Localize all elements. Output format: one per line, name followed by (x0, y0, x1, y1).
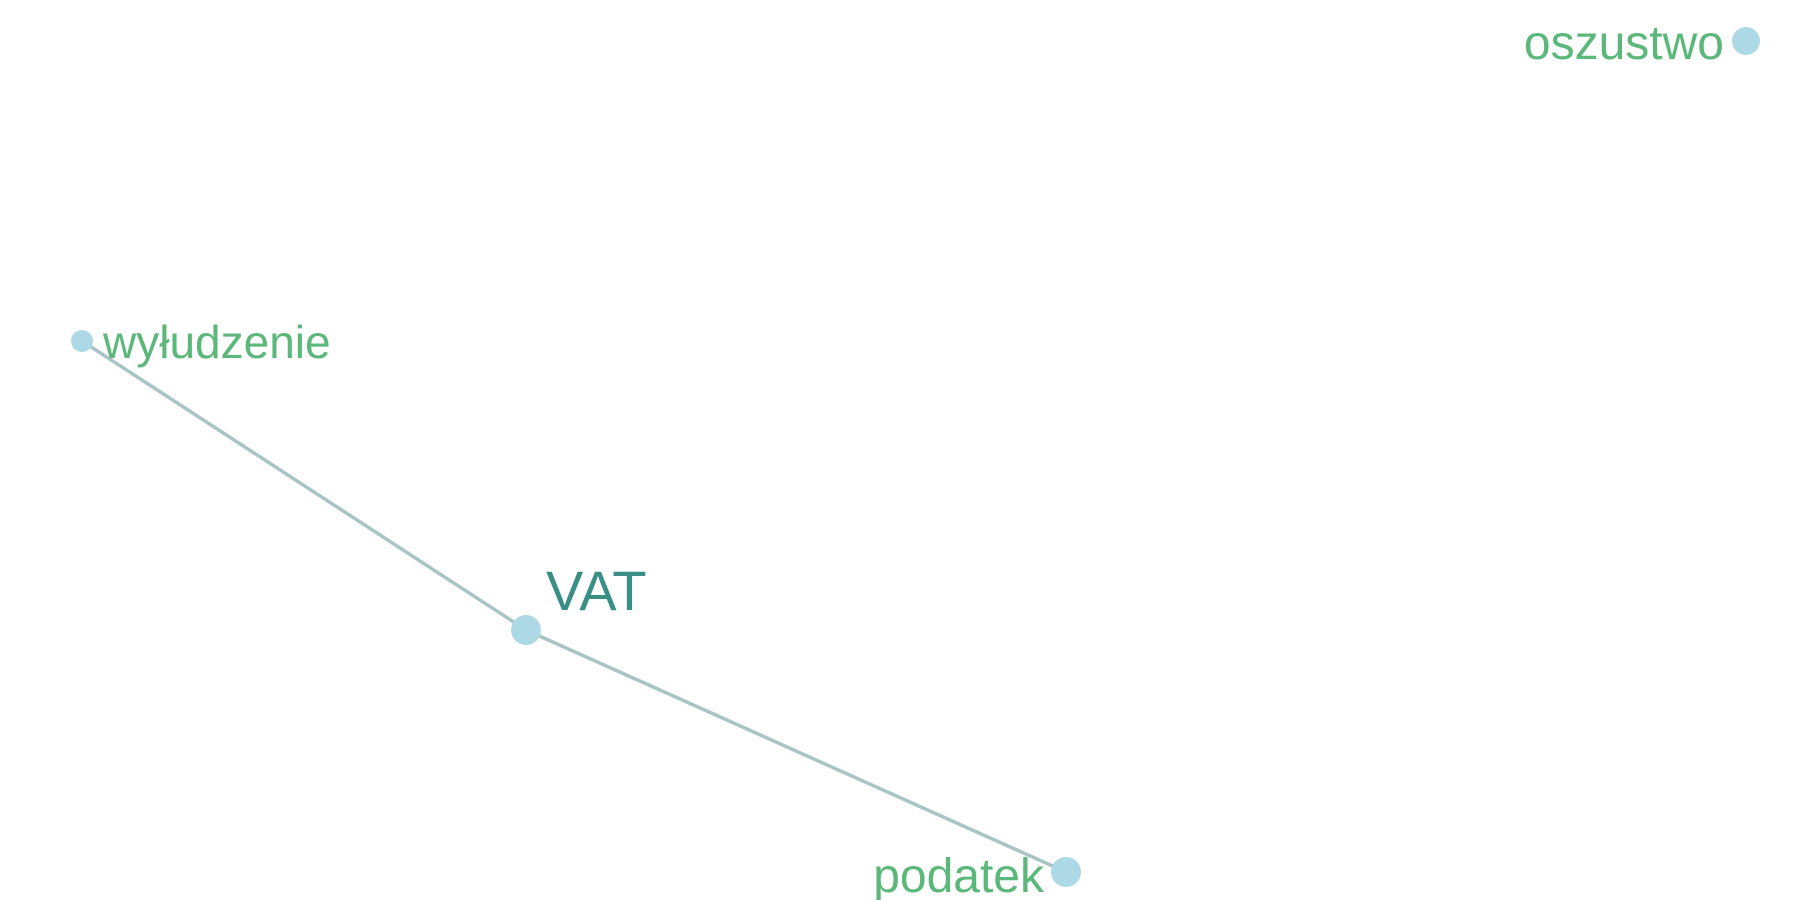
edges-layer (81, 339, 1067, 874)
node-label-oszustwo: oszustwo (1524, 17, 1724, 70)
edge-vat-podatek (525, 628, 1067, 874)
edge-wyludzenie-vat (81, 339, 527, 632)
node-wyludzenie[interactable] (71, 330, 93, 352)
nodes-layer (71, 27, 1760, 887)
node-label-podatek: podatek (873, 850, 1045, 900)
node-podatek[interactable] (1051, 857, 1081, 887)
node-oszustwo[interactable] (1732, 27, 1760, 55)
node-label-wyludzenie: wyłudzenie (102, 316, 331, 368)
node-label-vat: VAT (546, 559, 647, 622)
node-vat[interactable] (511, 615, 541, 645)
